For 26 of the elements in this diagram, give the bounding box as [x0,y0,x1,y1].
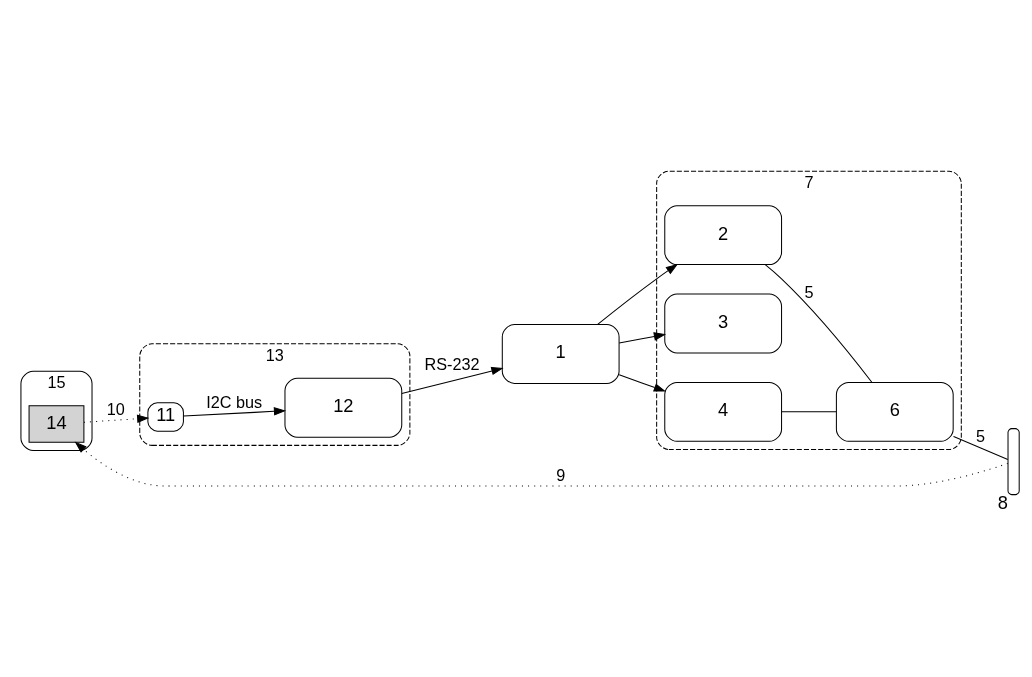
node-box: 11 [147,401,184,432]
edge-label: 5 [804,282,814,301]
node-box: 14 [28,404,85,443]
node-box: 3 [664,293,783,353]
connector [781,410,837,412]
edge-label: RS-232 [424,354,480,373]
arrow [618,331,667,344]
arrow [597,263,678,325]
arrow [83,414,150,423]
node-box [1007,427,1020,495]
edge-label: 5 [976,426,986,445]
node-box: 1 [501,323,620,384]
node-box: 2 [664,204,783,265]
edge-label: 9 [556,465,566,484]
edge-label: 10 [106,399,125,418]
node-box: 4 [664,381,783,442]
arrow [183,406,287,417]
edge-label: I2C bus [206,392,263,411]
arrow [401,366,504,394]
node-box: 12 [284,377,403,438]
arrow [618,373,666,392]
node-label: 8 [997,491,1009,513]
connector [764,263,873,383]
arrow [74,441,1009,486]
node-box: 6 [835,381,954,442]
connector [953,435,1009,460]
